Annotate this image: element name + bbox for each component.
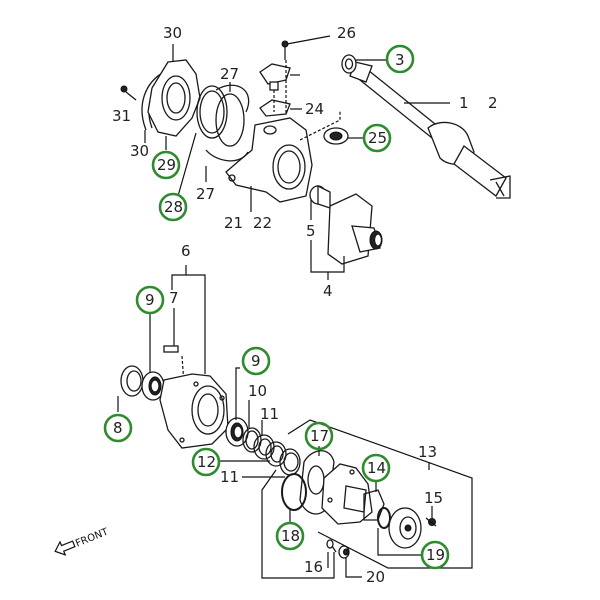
spindle-part: [309, 184, 383, 265]
callout-11-lower[interactable]: 11: [220, 468, 239, 486]
callout-21[interactable]: 21: [224, 214, 243, 232]
callout-27-upper[interactable]: 27: [220, 65, 239, 83]
highlight-rings: [103, 44, 450, 570]
callout-19[interactable]: 19: [426, 546, 445, 564]
hub-cover-part: [388, 507, 422, 549]
nut-12-part: [265, 441, 287, 467]
seal-8-part: [120, 365, 144, 397]
bearing-9-outer-part: [141, 371, 165, 401]
snap-ring-19-part: [377, 507, 391, 529]
front-direction-indicator: FRONT: [54, 526, 111, 556]
bolt-31-part: [120, 85, 128, 93]
bolt-15-part: [425, 517, 437, 527]
callout-4[interactable]: 4: [323, 282, 333, 300]
bearing-25-part: [323, 127, 349, 145]
callout-22[interactable]: 22: [253, 214, 272, 232]
highlight-ring-18: [275, 521, 305, 551]
callout-6[interactable]: 6: [181, 242, 191, 260]
leader-lines: [117, 35, 473, 579]
oil-seal-29-part: [147, 59, 201, 137]
drive-shaft-part: [349, 61, 511, 199]
callout-13[interactable]: 13: [418, 443, 437, 461]
bolt-20-part: [338, 545, 350, 559]
highlight-ring-25: [362, 123, 392, 153]
callout-25[interactable]: 25: [368, 129, 387, 147]
callout-27-lower[interactable]: 27: [196, 185, 215, 203]
callout-26[interactable]: 26: [337, 24, 356, 42]
highlight-ring-12: [191, 447, 221, 477]
callout-3[interactable]: 3: [395, 51, 405, 69]
arrow-left-icon: [54, 540, 76, 556]
callout-12[interactable]: 12: [197, 453, 216, 471]
highlight-ring-17: [304, 421, 334, 451]
hub-bolt-7-part: [163, 308, 179, 353]
callout-2[interactable]: 2: [488, 94, 498, 112]
callout-20[interactable]: 20: [366, 568, 385, 586]
callout-14[interactable]: 14: [367, 459, 386, 477]
kingpin-cap-part: [259, 40, 291, 117]
highlight-ring-9a: [135, 285, 165, 315]
callout-16[interactable]: 16: [304, 558, 323, 576]
callout-10[interactable]: 10: [248, 382, 267, 400]
callout-31[interactable]: 31: [112, 107, 131, 125]
callout-24[interactable]: 24: [305, 100, 324, 118]
callout-8[interactable]: 8: [113, 419, 123, 437]
callout-15[interactable]: 15: [424, 489, 443, 507]
seal-27-part: [205, 84, 250, 162]
callout-28[interactable]: 28: [164, 198, 183, 216]
locking-hub-body-part: [321, 463, 373, 525]
callout-17[interactable]: 17: [310, 427, 329, 445]
callout-30-lower[interactable]: 30: [130, 142, 149, 160]
washer-10-part: [242, 427, 262, 453]
highlight-ring-14: [361, 453, 391, 483]
callout-29[interactable]: 29: [157, 156, 176, 174]
felt-seal-28-part: [196, 85, 228, 139]
highlight-ring-29: [151, 150, 181, 180]
callout-11-upper[interactable]: 11: [260, 405, 279, 423]
highlight-ring-3: [385, 44, 415, 74]
callout-30-upper[interactable]: 30: [163, 24, 182, 42]
bolt-16-part: [326, 539, 337, 553]
steering-knuckle-part: [225, 117, 313, 203]
callout-7[interactable]: 7: [169, 289, 179, 307]
front-label: FRONT: [74, 526, 111, 549]
callout-18[interactable]: 18: [281, 527, 300, 545]
callout-1[interactable]: 1: [459, 94, 469, 112]
front-hub-part: [159, 373, 229, 449]
callout-9-inner[interactable]: 9: [251, 352, 261, 370]
seal-3-part: [341, 54, 357, 74]
highlight-ring-8: [103, 413, 133, 443]
callout-5[interactable]: 5: [306, 222, 316, 240]
highlight-ring-28: [158, 192, 188, 222]
highlight-ring-19: [420, 540, 450, 570]
o-ring-18-part: [281, 473, 307, 511]
callout-labels: 1 2 3 4 5 6 7 8 9 9 10 11 11 12 13 14 15…: [112, 24, 498, 586]
highlight-ring-9b: [241, 346, 271, 376]
callout-9-outer[interactable]: 9: [145, 291, 155, 309]
